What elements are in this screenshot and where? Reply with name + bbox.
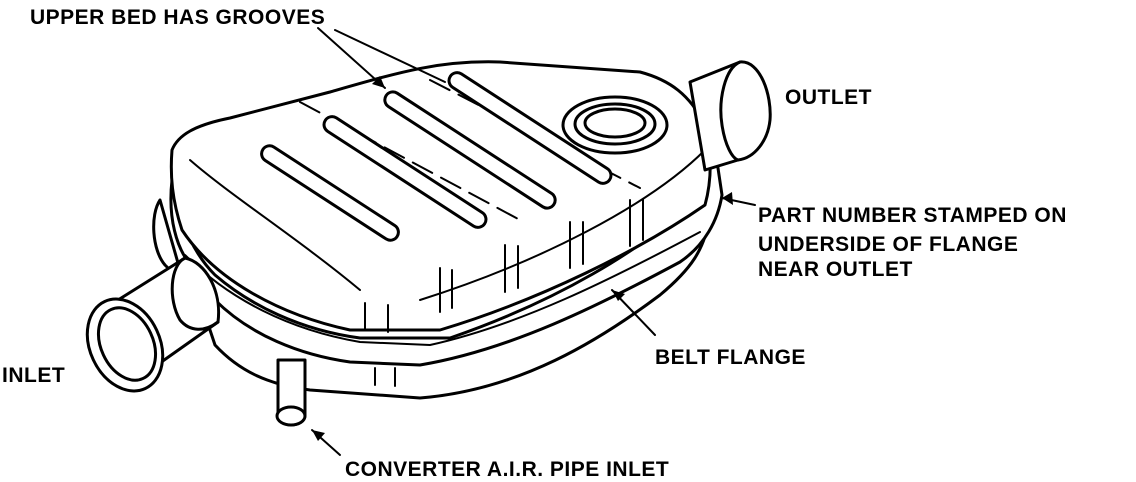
air-pipe	[275, 358, 307, 427]
label-air-pipe: CONVERTER A.I.R. PIPE INLET	[345, 458, 669, 481]
groove-2	[322, 115, 488, 229]
outlet-pipe	[688, 60, 772, 172]
label-belt-flange: BELT FLANGE	[655, 346, 806, 369]
leader-upper-bed-1	[317, 27, 386, 89]
arrowheads	[312, 76, 733, 441]
label-outlet: OUTLET	[785, 86, 872, 109]
leader-upper-bed-2	[334, 29, 446, 83]
label-part-number-3: NEAR OUTLET	[758, 258, 913, 281]
groove-3	[383, 90, 557, 210]
label-part-number-1: PART NUMBER STAMPED ON	[758, 204, 1067, 227]
groove-4	[447, 71, 613, 185]
upper-bed-ridge	[189, 149, 706, 301]
side-ribs	[364, 198, 644, 387]
top-outlet-port	[561, 95, 669, 155]
flange-edge-line	[184, 231, 701, 346]
grooves	[260, 71, 613, 242]
belt-flange	[169, 146, 724, 367]
groove-1	[260, 144, 400, 242]
label-upper-bed: UPPER BED HAS GROOVES	[30, 6, 325, 29]
label-part-number-2: UNDERSIDE OF FLANGE	[758, 233, 1018, 256]
label-inlet: INLET	[2, 364, 65, 387]
inlet-pipe	[85, 256, 221, 393]
